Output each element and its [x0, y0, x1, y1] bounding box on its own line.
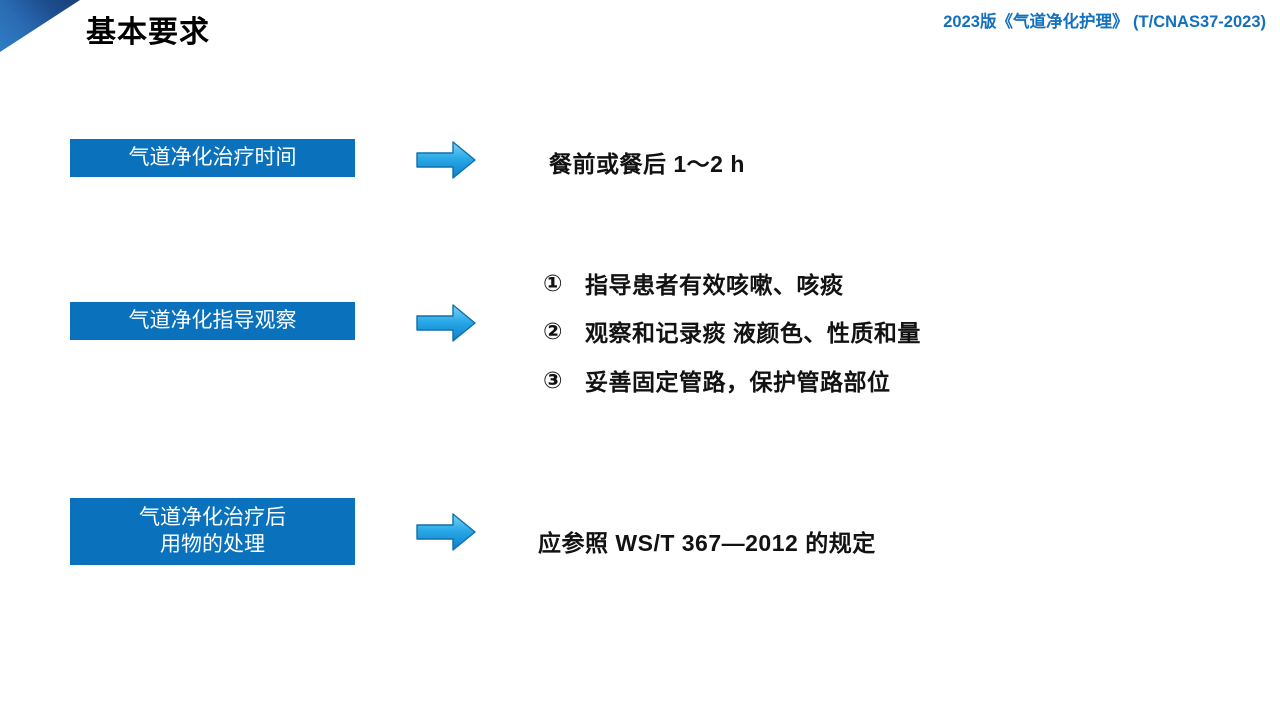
- content-text-treatment-time: 餐前或餐后 1～2 h: [549, 151, 745, 177]
- list-item-label: 指导患者有效咳嗽、咳痰: [585, 272, 844, 298]
- list-item-number: ③: [543, 366, 563, 393]
- list-item: ① 指导患者有效咳嗽、咳痰: [543, 266, 844, 300]
- label-box-line: 气道净化治疗时间: [128, 145, 297, 169]
- document-reference-label: 2023版《气道净化护理》 (T/CNAS37-2023): [943, 13, 1266, 31]
- list-item: ② 观察和记录痰 液颜色、性质和量: [543, 314, 921, 348]
- label-box-treatment-time: 气道净化治疗时间: [70, 139, 355, 177]
- list-item: ③ 妥善固定管路，保护管路部位: [543, 363, 891, 397]
- right-arrow-icon: [415, 139, 477, 181]
- label-box-post-treatment-disposal: 气道净化治疗后 用物的处理: [70, 498, 355, 565]
- list-item-label: 妥善固定管路，保护管路部位: [585, 369, 891, 395]
- label-box-line: 气道净化治疗后: [139, 505, 286, 529]
- list-item-number: ①: [543, 269, 563, 296]
- label-box-line: 用物的处理: [160, 532, 265, 556]
- page-title: 基本要求: [86, 16, 210, 49]
- label-box-line: 气道净化指导观察: [128, 308, 297, 332]
- right-arrow-icon: [415, 511, 477, 553]
- list-item-label: 观察和记录痰 液颜色、性质和量: [585, 320, 921, 346]
- right-arrow-icon: [415, 302, 477, 344]
- corner-decoration-triangle: [0, 0, 80, 52]
- content-text-disposal-standard: 应参照 WS/T 367—2012 的规定: [538, 530, 876, 556]
- list-item-number: ②: [543, 317, 563, 344]
- label-box-guidance-observation: 气道净化指导观察: [70, 302, 355, 340]
